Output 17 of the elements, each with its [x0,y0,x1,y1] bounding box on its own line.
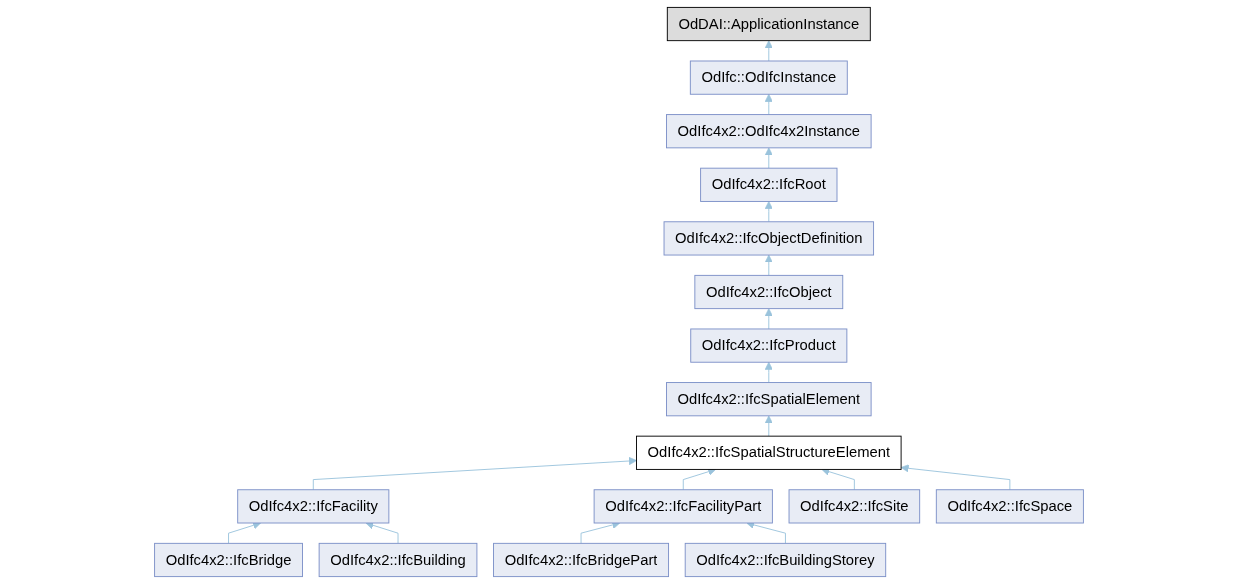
node-box: OdIfc4x2::IfcBuildingStorey [684,542,887,578]
node-box: OdIfc4x2::IfcProduct [690,328,848,363]
node-box: OdDAI::ApplicationInstance [666,6,871,42]
node-box: OdIfc4x2::IfcSpatialElement [666,382,872,417]
node-box: OdIfc4x2::OdIfc4x2Instance [666,114,872,149]
node-box: OdIfc4x2::IfcBridgePart [493,542,669,578]
node-box: OdIfc4x2::IfcObjectDefinition [663,221,875,256]
node-box: OdIfc4x2::IfcBuilding [318,542,478,578]
node-box: OdIfc4x2::IfcFacilityPart [593,489,773,524]
node-box: OdIfc4x2::IfcSite [788,489,921,524]
node-box: OdIfc4x2::IfcObject [694,274,844,310]
node-box: OdIfc4x2::IfcSpatialStructureElement [636,435,902,470]
node-box: OdIfc::OdIfcInstance [689,60,848,95]
node-box: OdIfc4x2::IfcRoot [700,167,838,202]
node-box: OdIfc4x2::IfcFacility [237,489,390,524]
node-box: OdIfc4x2::IfcBridge [154,542,303,578]
node-box: OdIfc4x2::IfcSpace [935,489,1084,524]
